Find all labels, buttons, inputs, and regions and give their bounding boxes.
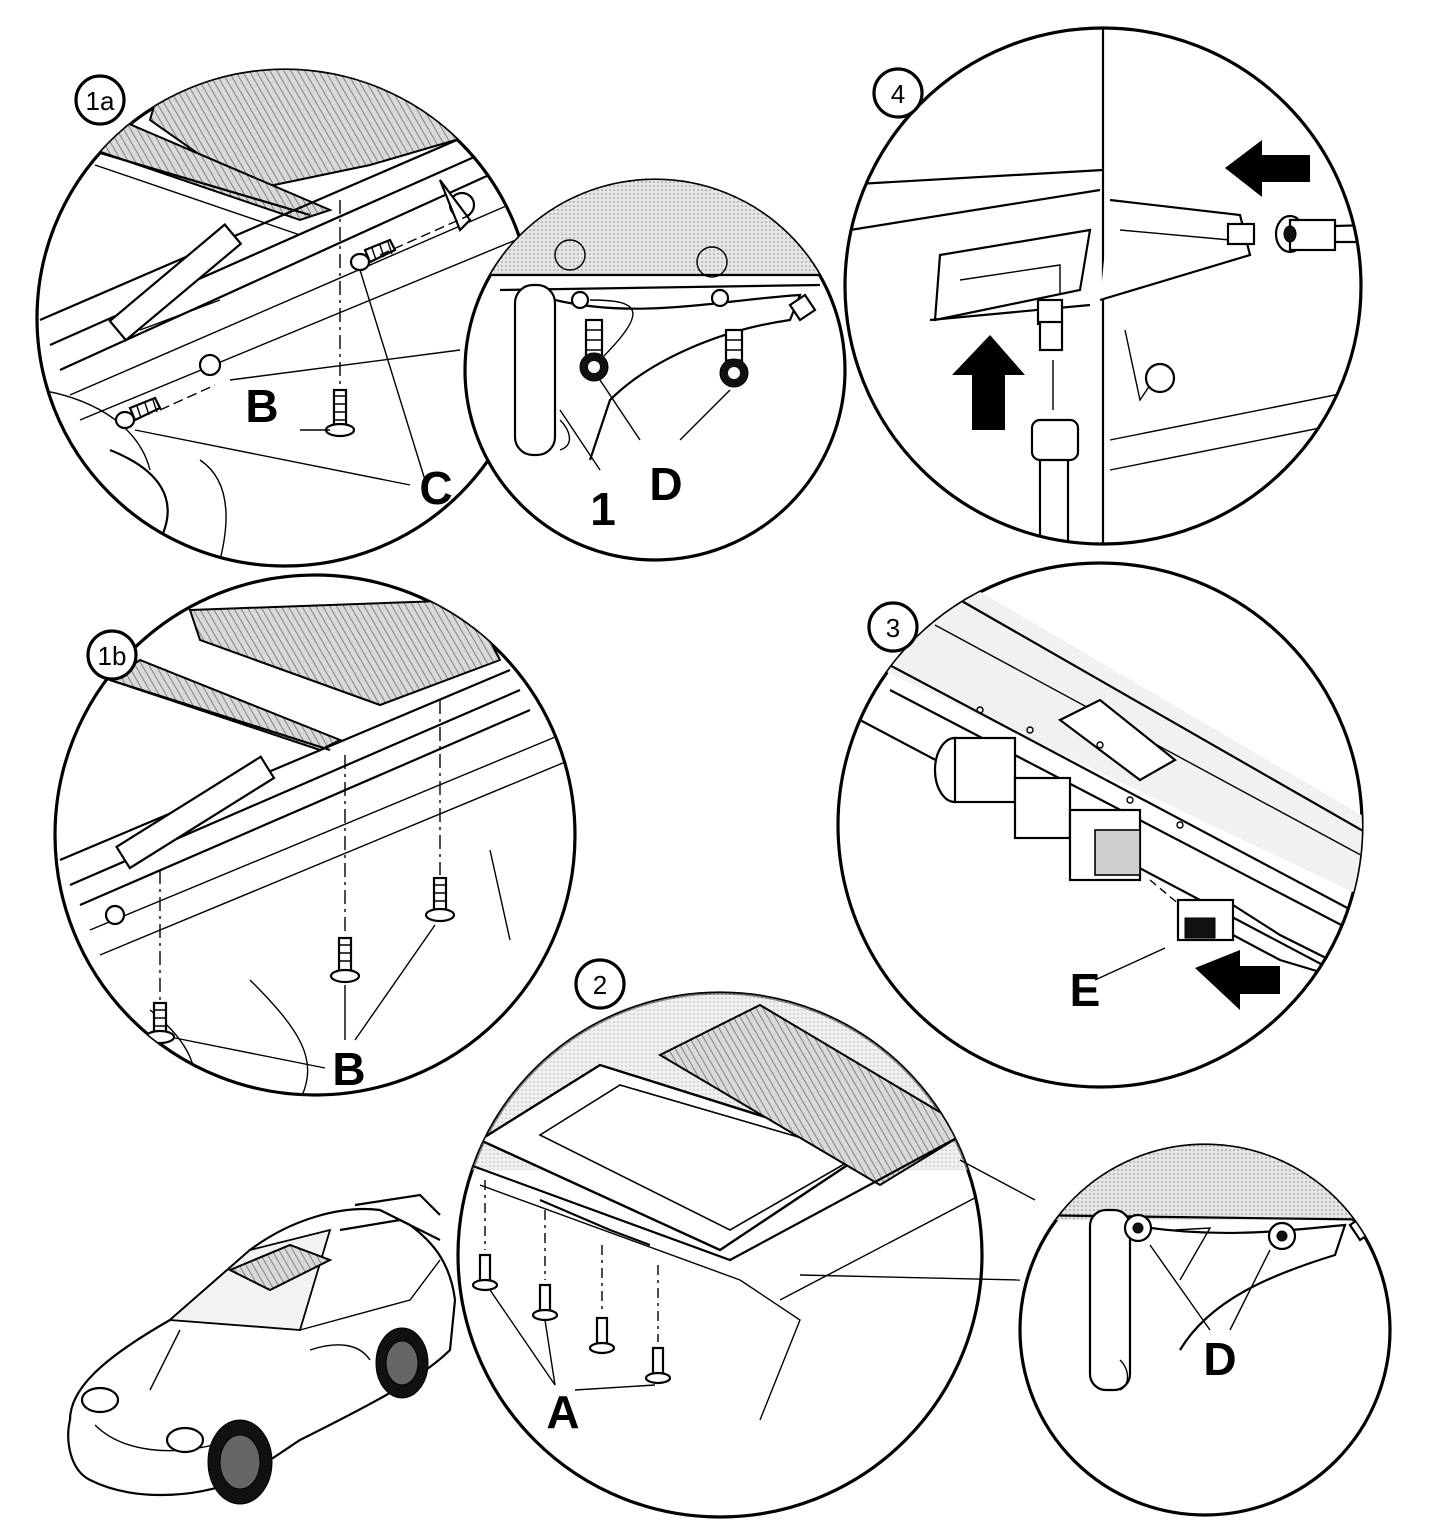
arrow-left-icon xyxy=(1225,140,1310,197)
bolt-d-inset-left xyxy=(1123,1213,1153,1243)
step-badge-1b-label: 1b xyxy=(98,641,127,671)
step-badge-3-label: 3 xyxy=(886,613,900,643)
bracket-part-1 xyxy=(513,283,557,457)
panel-1a xyxy=(35,68,535,568)
callout-b-bottom: B xyxy=(332,1043,365,1095)
screw-b-1 xyxy=(424,876,456,923)
step-badge-2: 2 xyxy=(574,958,626,1010)
screw-b-2 xyxy=(329,936,361,984)
arrow-left-icon-3 xyxy=(1195,950,1280,1010)
mounting-bracket-left xyxy=(933,228,1092,322)
callout-c: C xyxy=(419,462,452,514)
screw-b-3 xyxy=(144,1001,176,1045)
screw-b xyxy=(324,388,356,438)
front-wheel xyxy=(207,1419,273,1505)
screw-c-lower xyxy=(114,396,162,430)
step-badge-4-label: 4 xyxy=(891,79,905,109)
callout-b-top: B xyxy=(245,380,278,432)
panel-2-detail xyxy=(1018,1143,1392,1517)
step-badge-3: 3 xyxy=(867,601,919,653)
panel-4 xyxy=(843,26,1363,546)
step-badge-1a: 1a xyxy=(74,74,126,126)
bolt-d-inset-right xyxy=(1267,1221,1297,1251)
cable-connector-bottom xyxy=(1030,298,1080,544)
bracket-part-2 xyxy=(1088,1208,1132,1392)
panel-2 xyxy=(456,991,1036,1519)
bolt-d-right xyxy=(719,328,749,388)
wiring-motor xyxy=(933,736,1142,882)
step-badge-4: 4 xyxy=(872,67,924,119)
panel-1b xyxy=(53,573,577,1097)
callout-part-1: 1 xyxy=(590,483,616,535)
clip-markings xyxy=(554,239,728,278)
bolt-d-left xyxy=(579,318,609,382)
step-badge-1a-label: 1a xyxy=(86,86,115,116)
callout-e: E xyxy=(1070,964,1101,1016)
plug-connector-e xyxy=(1149,879,1331,977)
callout-a: A xyxy=(546,1386,579,1438)
car-sunroof-icon xyxy=(227,1243,333,1292)
panel-3 xyxy=(836,561,1364,1089)
callout-d-bottom: D xyxy=(1203,1333,1236,1385)
screw-c-upper xyxy=(349,238,397,272)
callout-d-top: D xyxy=(649,458,682,510)
step-badge-1b: 1b xyxy=(86,629,138,681)
rear-wheel xyxy=(375,1327,429,1399)
arrow-up-icon xyxy=(952,335,1025,430)
step-badge-2-label: 2 xyxy=(593,970,607,1000)
car-overview-illustration xyxy=(67,1193,457,1505)
cable-connector-right xyxy=(1226,214,1361,254)
screws-a xyxy=(471,1253,672,1385)
